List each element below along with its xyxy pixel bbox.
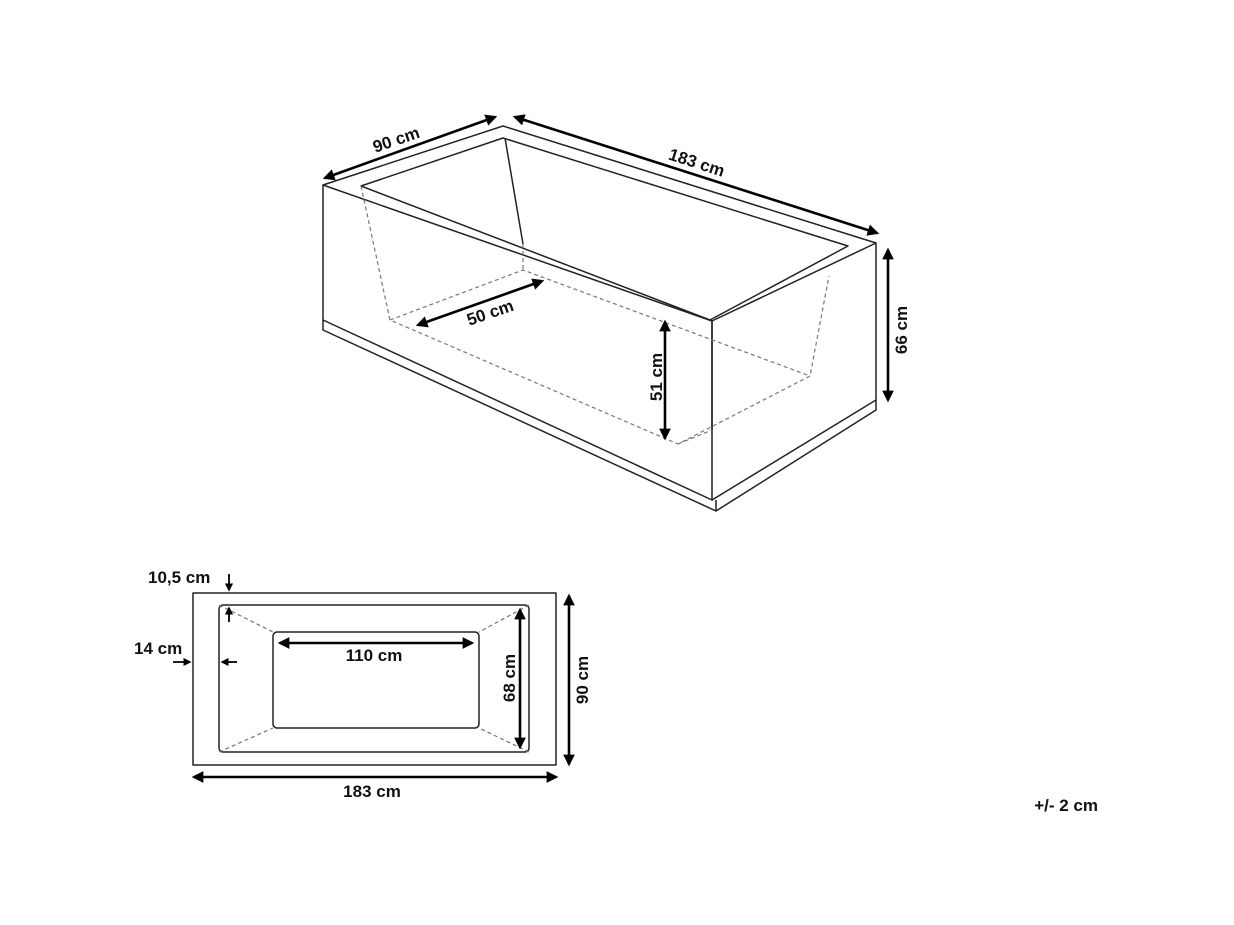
label-bottom-width: 68 cm xyxy=(500,654,519,702)
plan-rim xyxy=(218,604,530,753)
dim-iso-bottom-width xyxy=(415,278,545,328)
plan-bottom xyxy=(272,631,480,729)
label-rim-width: 10,5 cm xyxy=(148,568,210,587)
tub-outline xyxy=(322,125,877,512)
hidden-inner-basin xyxy=(360,185,830,445)
tolerance-note: +/- 2 cm xyxy=(1034,796,1098,815)
plan-hidden-corners xyxy=(218,604,530,753)
dim-iso-width xyxy=(322,114,498,181)
label-outer-length: 183 cm xyxy=(343,782,401,801)
label-iso-inner-depth: 51 cm xyxy=(647,353,666,401)
label-iso-bottom-width: 50 cm xyxy=(464,296,516,330)
label-iso-height: 66 cm xyxy=(892,306,911,354)
plan-outer xyxy=(192,592,557,766)
plan-view: 10,5 cm 14 cm 110 cm 68 cm 90 cm 183 cm xyxy=(134,568,592,801)
label-bottom-length: 110 cm xyxy=(346,646,403,665)
isometric-view: 90 cm 183 cm 66 cm 50 cm 51 cm xyxy=(322,114,911,512)
label-outer-width: 90 cm xyxy=(573,656,592,704)
dim-iso-length xyxy=(512,114,880,236)
label-side-width: 14 cm xyxy=(134,639,182,658)
